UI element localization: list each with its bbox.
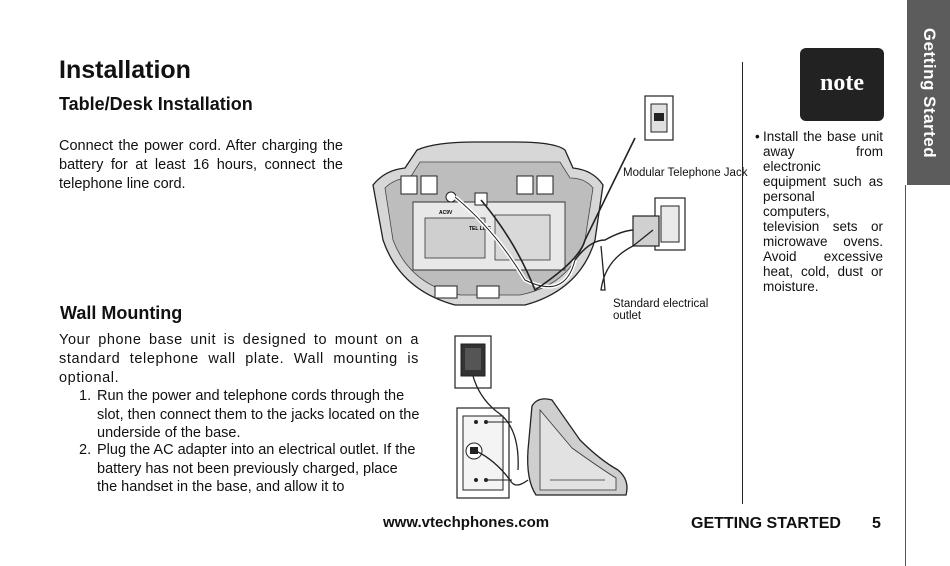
electrical-outlet-callout: Standard electrical outlet [613, 298, 709, 322]
page-number: 5 [872, 515, 881, 532]
base-installation-illustration: AC9V TEL LINE [372, 95, 686, 306]
step-2-text: Plug the AC adapter into an electrical o… [97, 442, 416, 495]
section-heading-wall-mounting: Wall Mounting [60, 303, 183, 323]
wall-mount-illustration [454, 335, 628, 499]
footer-section-name: GETTING STARTED [691, 515, 841, 532]
wall-mounting-intro: Your phone base unit is designed to moun… [59, 332, 419, 386]
step-1-number: 1. [79, 388, 92, 404]
column-divider [742, 62, 744, 504]
table-desk-instructions: Connect the power cord. After charging t… [59, 138, 343, 192]
section-heading-table-desk: Table/Desk Installation [59, 94, 253, 114]
footer-website: www.vtechphones.com [383, 514, 550, 531]
section-tab-getting-started: Getting Started [907, 0, 950, 185]
step-2-number: 2. [79, 442, 92, 458]
page-title: Installation [59, 56, 191, 84]
section-tab-label: Getting Started [919, 27, 939, 158]
tab-edge-line [905, 185, 906, 566]
step-1-text: Run the power and telephone cords throug… [97, 388, 420, 441]
note-badge-label: note [820, 70, 864, 96]
ac-port-label: AC9V [439, 210, 453, 216]
note-badge: note [800, 48, 884, 121]
modular-jack-callout: Modular Telephone Jack [623, 167, 748, 179]
note-bullet: • [755, 129, 760, 144]
note-text: Install the base unit away from electron… [763, 129, 883, 294]
tel-port-label: TEL LINE [469, 226, 492, 232]
